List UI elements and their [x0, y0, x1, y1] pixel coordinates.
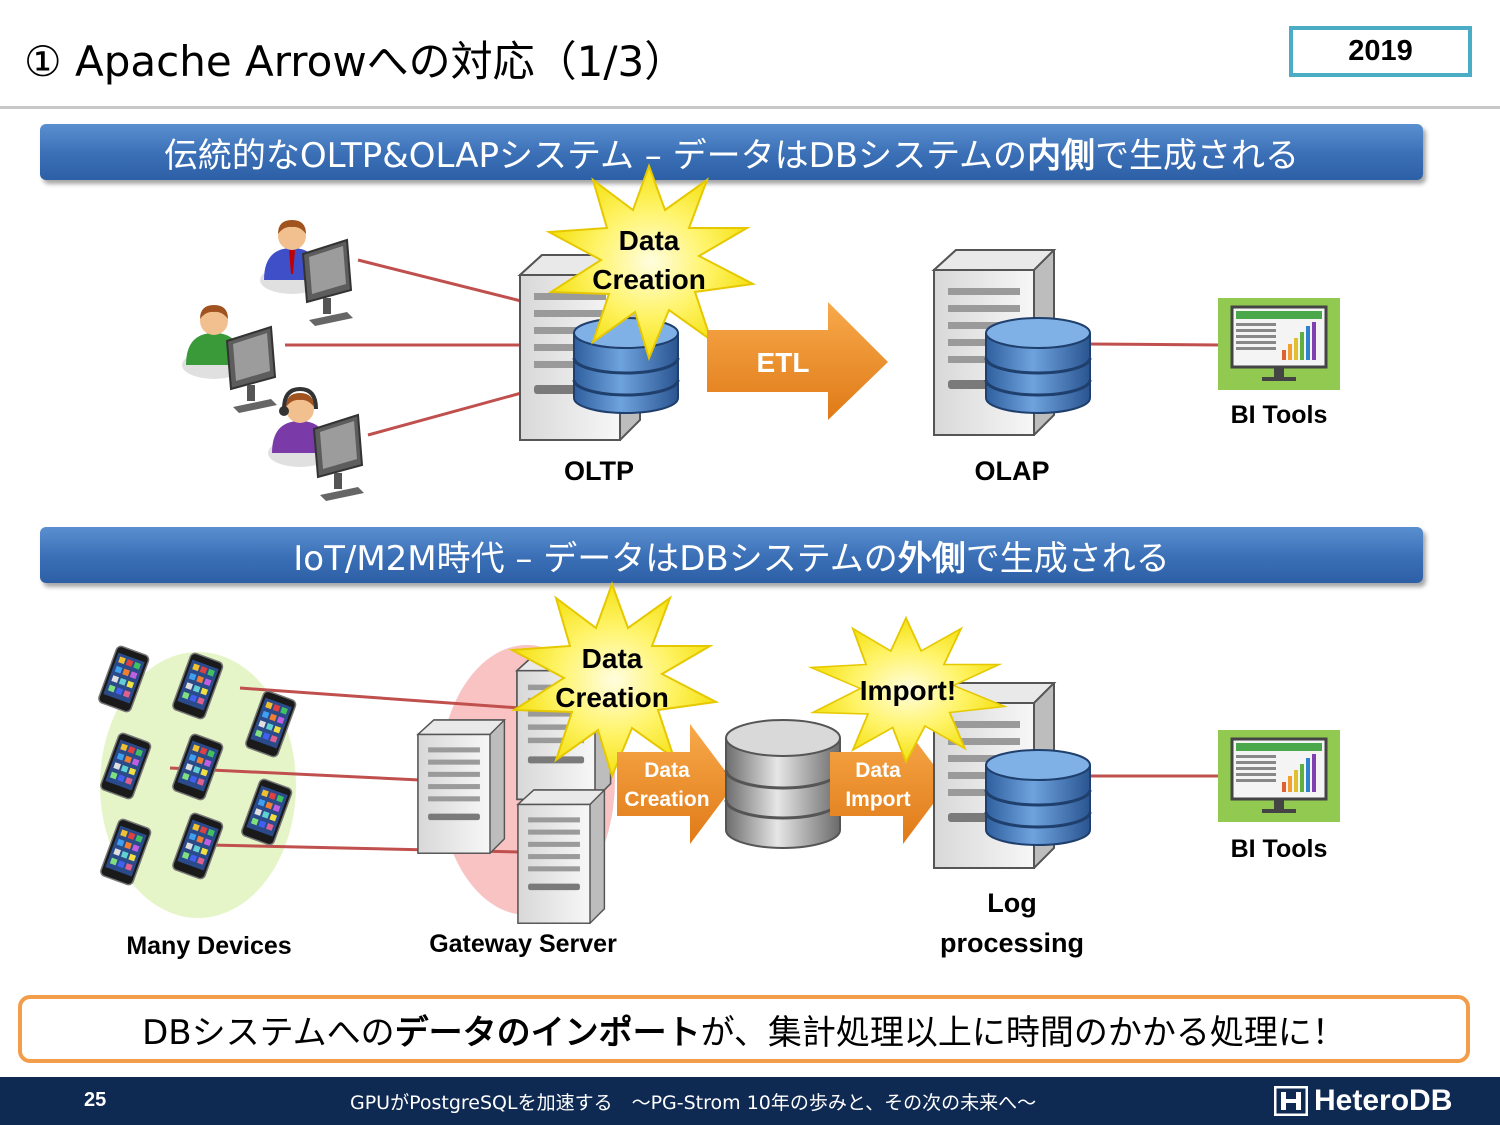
many-devices-label: Many Devices [126, 932, 291, 960]
callout-post: が、集計処理以上に時間のかかる処理に！ [700, 1012, 1346, 1053]
brand-name: HeteroDB [1314, 1084, 1453, 1117]
import-burst: Import! [810, 617, 1006, 763]
log-database-icon [984, 748, 1092, 847]
banner-traditional-post: で生成される [1095, 135, 1300, 176]
banner-iot-post: で生成される [965, 538, 1170, 579]
user-clerk-icon [260, 220, 324, 294]
gateway-server-icon [417, 719, 506, 854]
title-divider [0, 106, 1500, 109]
arrow2-line1: Data [855, 759, 901, 782]
conclusion-callout: DBシステムへのデータのインポートが、集計処理以上に時間のかかる処理に！ [18, 995, 1470, 1063]
callout-pre: DBシステムへの [142, 1012, 395, 1053]
banner-traditional: 伝統的なOLTP&OLAPシステム – データはDBシステムの内側で生成される [40, 124, 1423, 180]
bi-tools-label-1: BI Tools [1231, 401, 1328, 429]
arrow1-line1: Data [644, 759, 690, 782]
footer-bar [0, 1077, 1500, 1125]
burst-label-line1: Data [619, 225, 680, 256]
bi-tools-icon [1216, 728, 1342, 824]
data-import-arrow: Data Import [830, 724, 948, 844]
log-processing-label-line1: Log [987, 888, 1036, 918]
arrow2-line2: Import [845, 788, 910, 811]
banner-iot: IoT/M2M時代 – データはDBシステムの外側で生成される [40, 527, 1423, 583]
oltp-label: OLTP [564, 456, 634, 486]
etl-label: ETL [757, 347, 810, 378]
log-processing-label-line2: processing [940, 928, 1084, 958]
page-number: 25 [84, 1089, 107, 1111]
burst-label-line2: Creation [592, 264, 706, 295]
storage-database-icon [724, 719, 842, 849]
year-text: 2019 [1348, 35, 1413, 67]
diagram1-connectors [285, 258, 1221, 437]
banner-traditional-bold: 内側 [1027, 135, 1096, 176]
banner-iot-bold: 外側 [897, 538, 966, 579]
gateway-server-icon [517, 789, 606, 924]
footer-caption: GPUがPostgreSQLを加速する ～PG-Strom 10年の歩みと、その… [350, 1092, 1037, 1114]
import-burst-label: Import! [860, 675, 956, 706]
burst2-label-line2: Creation [555, 682, 669, 713]
callout-bold: データのインポート [394, 1012, 701, 1053]
olap-database-icon [984, 316, 1092, 415]
banner-traditional-pre: 伝統的なOLTP&OLAPシステム – データはDBシステムの [163, 135, 1028, 176]
bi-tools-icon [1216, 296, 1342, 392]
gateway-server-label: Gateway Server [429, 930, 617, 958]
brand-logo: HeteroDB [1274, 1082, 1452, 1120]
data-creation-burst: Data Creation [511, 583, 717, 777]
olap-label: OLAP [974, 456, 1049, 486]
burst2-label-line1: Data [582, 643, 643, 674]
monitor-icon [313, 414, 365, 502]
banner-iot-pre: IoT/M2M時代 – データはDBシステムの [293, 538, 898, 579]
slide-title: ① Apache Arrowへの対応（1/3） [24, 37, 687, 86]
etl-arrow: ETL [707, 302, 888, 420]
data-creation-arrow: Data Creation [617, 724, 735, 844]
bi-tools-label-2: BI Tools [1231, 835, 1328, 863]
monitor-icon [302, 239, 354, 327]
arrow1-line2: Creation [624, 788, 709, 811]
monitor-icon [226, 326, 278, 414]
user-operator-icon [268, 386, 332, 467]
heterodb-logo-icon [1274, 1086, 1308, 1116]
data-creation-burst: Data Creation [548, 165, 754, 359]
year-badge: 2019 [1289, 26, 1472, 77]
oltp-database-icon [572, 316, 680, 415]
